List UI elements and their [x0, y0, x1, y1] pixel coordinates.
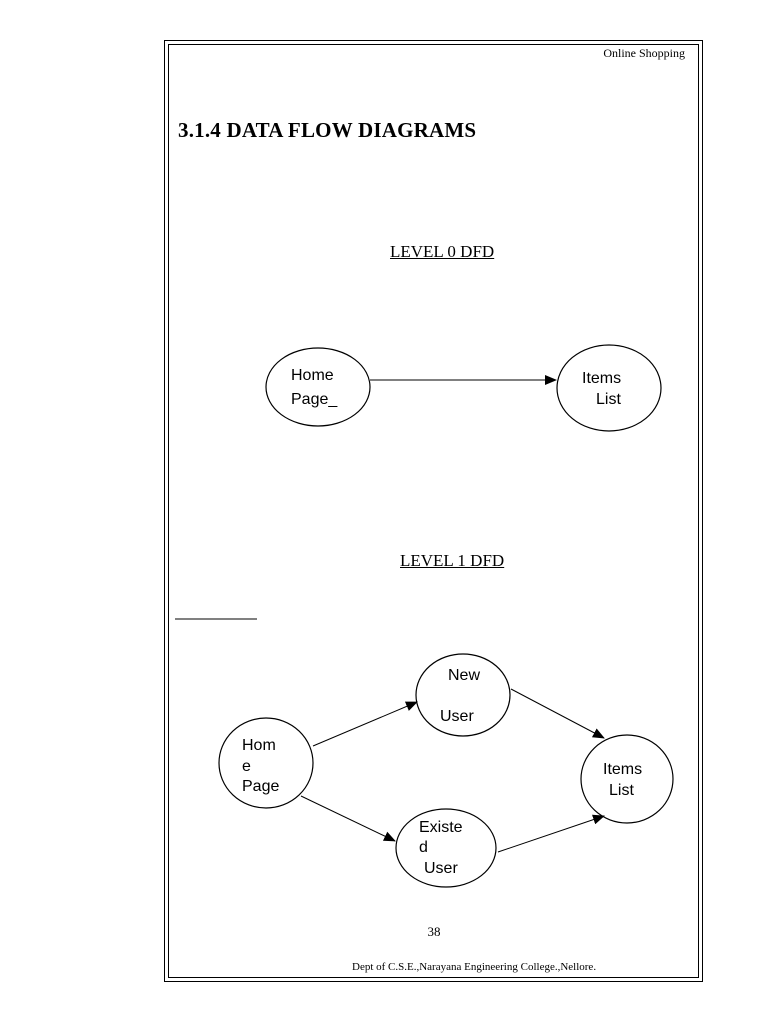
- level1-new-user-process: New User: [415, 653, 511, 737]
- arrow-new-user-to-items: [510, 688, 605, 739]
- level1-home-label-line2: e: [242, 758, 251, 775]
- level1-new-user-label-line2: User: [440, 708, 474, 725]
- level0-items-label-line2: List: [596, 391, 621, 408]
- level1-new-user-label-line1: New: [448, 667, 480, 684]
- level1-existed-user-label-line1: Existe: [419, 819, 463, 836]
- level1-home-process: Hom e Page: [218, 717, 314, 809]
- level1-home-label-line1: Hom: [242, 737, 276, 754]
- level1-items-label-line2: List: [609, 782, 634, 799]
- running-header: Online Shopping: [603, 46, 685, 60]
- level0-title: LEVEL 0 DFD: [390, 242, 495, 261]
- level1-title: LEVEL 1 DFD: [400, 551, 505, 570]
- footer-department: Dept of C.S.E.,Narayana Engineering Coll…: [352, 961, 597, 973]
- level1-home-label-line3: Page: [242, 778, 279, 795]
- arrow-existed-user-to-items: [497, 814, 605, 853]
- level1-items-label-line1: Items: [603, 761, 642, 778]
- level0-home-label-line2: Page_: [291, 391, 338, 408]
- level0-items-label-line1: Items: [582, 370, 621, 387]
- arrow-home-to-new-user: [312, 701, 418, 747]
- arrow-home-to-existed-user: [300, 795, 396, 842]
- level1-existed-user-label-line3: User: [424, 860, 458, 877]
- level0-home-label-line1: Home: [291, 367, 334, 384]
- level0-items-process: Items List: [556, 344, 662, 432]
- level1-items-process: Items List: [580, 734, 674, 824]
- page-number: 38: [427, 924, 441, 939]
- level1-existed-user-process: Existe d User: [395, 808, 497, 888]
- page-border-outer: [164, 40, 703, 982]
- level1-existed-user-label-line2: d: [419, 839, 428, 856]
- section-title: 3.1.4 DATA FLOW DIAGRAMS: [178, 118, 477, 142]
- page-border-inner: [168, 44, 699, 978]
- level0-home-process: Home Page_: [265, 347, 371, 427]
